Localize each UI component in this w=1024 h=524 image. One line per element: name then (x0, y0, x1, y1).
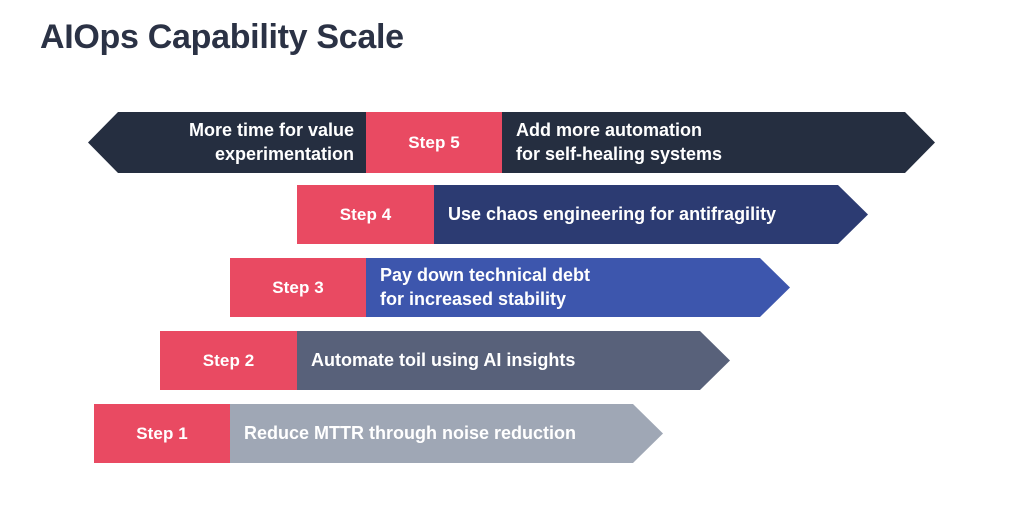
step-label-text-step-1: Step 1 (136, 423, 188, 443)
page-title: AIOps Capability Scale (40, 18, 404, 56)
bar-description-text-step-1: Reduce MTTR through noise reduction (244, 422, 576, 443)
bar-body-step-4 (297, 185, 868, 244)
step-label-step-4[interactable]: Step 4 (297, 185, 434, 244)
step-label-step-3[interactable]: Step 3 (230, 258, 366, 317)
bar-step-4[interactable]: Step 4 Use chaos engineering for antifrag… (297, 185, 868, 244)
bar-description-text-step-4: Use chaos engineering for antifragility (448, 203, 777, 224)
bar-body-step-2 (160, 331, 730, 390)
step-label-step-5[interactable]: Step 5 (366, 112, 502, 173)
bar-silhouette-step-1 (94, 404, 663, 463)
bar-description-text-step-2: Automate toil using AI insights (311, 349, 576, 370)
bar-silhouette-step-4 (297, 185, 868, 244)
bar-left-text-step-5: More time for value experimentation (122, 112, 354, 173)
step-block-step-3 (230, 258, 366, 317)
step-block-step-5 (366, 112, 502, 173)
bar-description-step-5: Add more automation for self-healing sys… (516, 112, 905, 173)
bar-left-text-label-step-5: More time for value experimentation (188, 120, 354, 164)
bar-step-1[interactable]: Step 1 Reduce MTTR through noise reductio… (94, 404, 663, 463)
bar-description-step-3: Pay down technical debt for increased st… (380, 258, 760, 317)
bar-description-step-4: Use chaos engineering for antifragility (448, 185, 838, 244)
bar-step-5[interactable]: More time for value experimentation Step … (88, 112, 935, 173)
step-block-step-1 (94, 404, 230, 463)
bar-step-2[interactable]: Step 2 Automate toil using AI insights (160, 331, 730, 390)
bar-silhouette-step-5 (88, 112, 935, 173)
step-block-step-2 (160, 331, 297, 390)
bar-description-step-1: Reduce MTTR through noise reduction (244, 404, 633, 463)
step-label-step-1[interactable]: Step 1 (94, 404, 230, 463)
step-label-step-2[interactable]: Step 2 (160, 331, 297, 390)
bar-body-step-5 (88, 112, 935, 173)
bar-description-text-step-5: Add more automation for self-healing sys… (516, 120, 723, 164)
step-block-step-4 (297, 185, 434, 244)
bar-silhouette-step-2 (160, 331, 730, 390)
bar-description-text-step-3: Pay down technical debt for increased st… (380, 265, 591, 309)
step-label-text-step-3: Step 3 (272, 277, 324, 297)
bar-silhouette-step-3 (230, 258, 790, 317)
bar-body-step-3 (230, 258, 790, 317)
bar-body-step-1 (94, 404, 663, 463)
bar-step-3[interactable]: Step 3 Pay down technical debt for increa… (230, 258, 790, 317)
step-label-text-step-2: Step 2 (202, 350, 255, 370)
step-label-text-step-5: Step 5 (408, 132, 460, 152)
step-label-text-step-4: Step 4 (339, 204, 392, 224)
bar-description-step-2: Automate toil using AI insights (311, 331, 700, 390)
